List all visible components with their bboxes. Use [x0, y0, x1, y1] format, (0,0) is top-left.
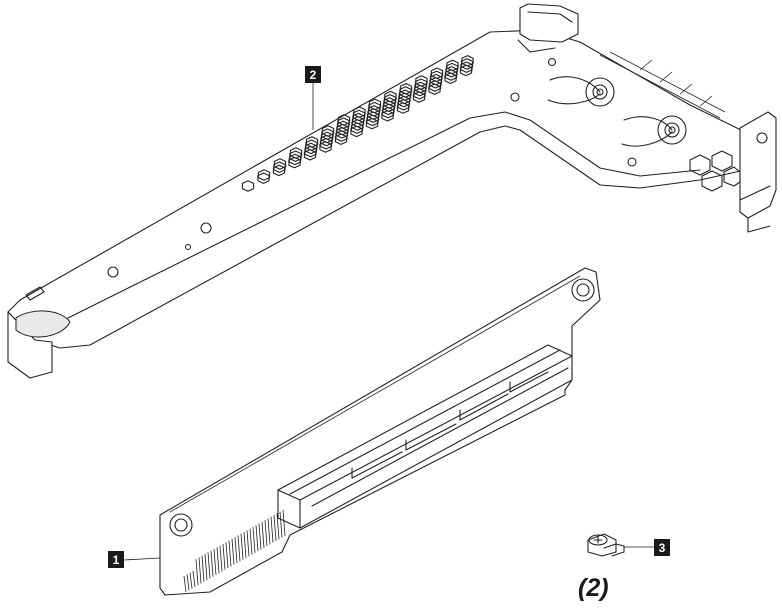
bracket-top-tab: [519, 3, 579, 43]
svg-text:3: 3: [659, 541, 666, 555]
hex-vent-hole: [321, 125, 335, 137]
edge-contact: [228, 540, 232, 567]
edge-contact: [225, 542, 229, 569]
hex-vent-hole: [415, 75, 428, 87]
bracket-slats: [599, 51, 726, 119]
hex-vent-hole: [289, 147, 303, 159]
edge-contact: [279, 511, 283, 538]
hex-vent-hole: [430, 67, 444, 79]
edge-contact: [186, 574, 190, 591]
edge-contact: [240, 533, 244, 560]
bracket-hex-vents: [241, 55, 474, 192]
bracket-plate: [7, 29, 746, 349]
edge-contact: [243, 531, 247, 559]
pcie-slot: [277, 344, 573, 529]
edge-contact: [246, 530, 250, 557]
bracket-latch-upper: [547, 76, 615, 107]
edge-contact: [213, 548, 217, 576]
edge-contact: [192, 570, 196, 587]
riser-card-mount-upper: [571, 278, 595, 302]
bracket-latch-lower: [621, 115, 687, 147]
edge-contact: [276, 513, 280, 540]
hex-vent-hole: [461, 55, 474, 67]
edge-contact: [249, 528, 253, 555]
edge-contact: [222, 543, 226, 570]
hex-vent-hole: [257, 169, 271, 181]
bracket-right-end: [739, 111, 777, 219]
edge-contact: [216, 547, 220, 574]
callout-3: 3: [654, 539, 670, 556]
edge-contact: [255, 525, 259, 552]
edge-contact: [267, 518, 271, 545]
edge-contact: [261, 521, 265, 548]
hex-vent-hole: [337, 114, 351, 126]
edge-contact: [183, 575, 187, 593]
bracket-right-vents: [689, 150, 741, 192]
bracket-holes: [107, 57, 637, 278]
hex-vent-hole: [384, 90, 397, 103]
hex-vent-hole: [399, 83, 413, 95]
edge-contact: [231, 538, 235, 565]
quantity-label: (2): [578, 574, 609, 602]
hex-vent-hole: [368, 98, 382, 111]
riser-card-board: [159, 267, 601, 596]
edge-contact: [219, 545, 223, 572]
edge-contact: [210, 550, 214, 577]
hex-vent-hole: [305, 136, 319, 148]
riser-bracket: [7, 3, 777, 379]
edge-contact: [258, 523, 262, 550]
riser-card-edge-contacts: [183, 509, 286, 593]
edge-contact: [201, 555, 205, 582]
callout-1-leader: [123, 557, 161, 561]
edge-contact: [189, 572, 193, 589]
edge-contact: [234, 537, 238, 564]
edge-contact: [207, 552, 211, 579]
edge-contact: [198, 557, 202, 584]
hex-vent-hole: [446, 59, 459, 72]
edge-contact: [204, 554, 208, 581]
callout-1: 1: [108, 551, 124, 568]
edge-contact: [195, 559, 199, 586]
edge-contact: [273, 514, 277, 542]
riser-card-mount-lower: [169, 513, 193, 537]
riser-card: [123, 267, 601, 596]
callout-2: 2: [305, 66, 321, 83]
edge-contact: [237, 535, 241, 562]
svg-text:2: 2: [310, 68, 317, 82]
hex-vent-hole: [273, 158, 287, 170]
hex-vent-hole: [241, 180, 255, 192]
edge-contact: [270, 516, 274, 543]
edge-contact: [252, 526, 256, 553]
svg-text:1: 1: [113, 553, 120, 567]
edge-contact: [264, 520, 268, 547]
hex-vent-hole: [353, 106, 366, 118]
edge-contact: [282, 509, 286, 536]
screw: [587, 533, 654, 557]
